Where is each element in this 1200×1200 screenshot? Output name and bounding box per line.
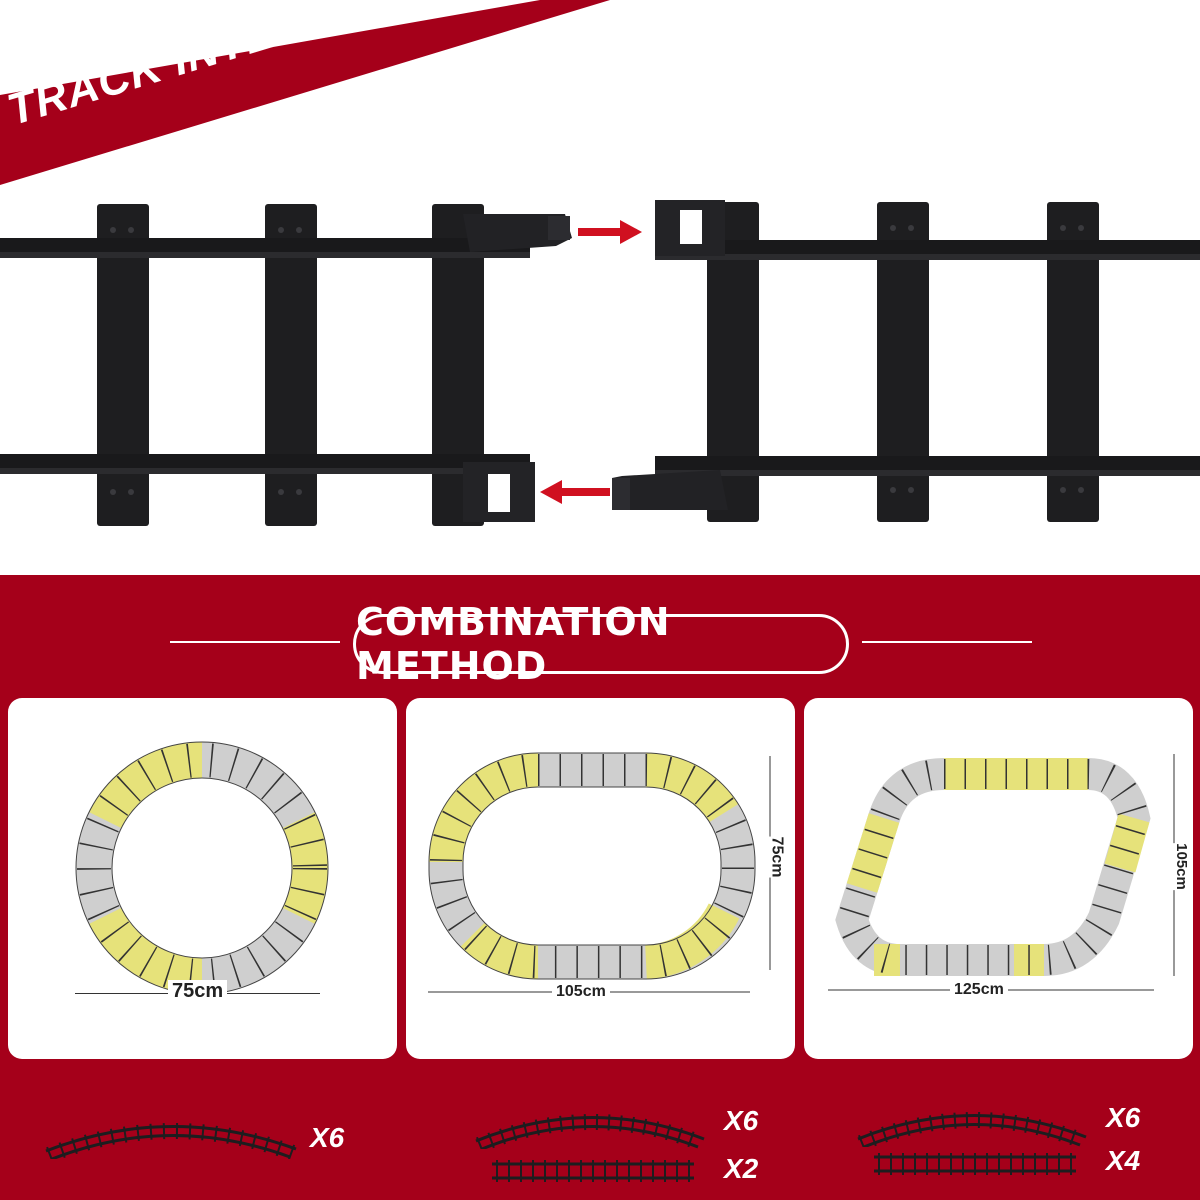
- left-male-connector: [463, 214, 572, 252]
- kit1-curved-qty: X6: [310, 1122, 345, 1153]
- hexagon-layout-diagram: [828, 754, 1175, 991]
- layout-card-oval: 75cm 105cm: [406, 698, 795, 1059]
- kit2-straight-qty: X2: [724, 1153, 759, 1184]
- hexagon-width-label: 125cm: [950, 981, 1008, 999]
- right-track-piece: [612, 200, 1200, 522]
- divider-right: [862, 641, 1032, 643]
- kit2-straight-track-icon: [492, 1160, 694, 1182]
- connect-arrow-left: [540, 480, 610, 504]
- combination-panel: COMBINATION METHOD 75cm 75cm: [0, 575, 1200, 1200]
- oval-width-label: 105cm: [552, 983, 610, 1001]
- title-banner-shape: [0, 0, 610, 185]
- left-track-piece: [0, 204, 572, 526]
- kit3-curved-track-icon: [857, 1112, 1087, 1147]
- kit2-curved-track-icon: [475, 1114, 705, 1149]
- layout-card-hexagon: 105cm 125cm: [804, 698, 1193, 1059]
- circle-width-label: 75cm: [168, 980, 228, 1003]
- kit3-curved-qty: X6: [1106, 1102, 1141, 1133]
- left-sleeper-3: [432, 204, 484, 526]
- track-interface-illustration: [0, 0, 1200, 526]
- right-sleeper-1: [707, 202, 759, 522]
- right-sleeper-3: [1047, 202, 1099, 522]
- connect-arrow-right: [578, 220, 642, 244]
- combination-method-title: COMBINATION METHOD: [353, 600, 849, 688]
- left-sleeper-2: [265, 204, 317, 526]
- divider-left: [170, 641, 340, 643]
- circle-layout-diagram: [75, 741, 329, 995]
- oval-height-label: 75cm: [767, 836, 786, 878]
- kit3-straight-track-icon: [874, 1153, 1076, 1175]
- hexagon-height-label: 105cm: [1172, 843, 1190, 890]
- layout-card-circle: 75cm: [8, 698, 397, 1059]
- right-sleeper-2: [877, 202, 929, 522]
- right-male-connector: [612, 470, 728, 510]
- kit1-curved-track-icon: [45, 1123, 297, 1159]
- kit2-curved-qty: X6: [724, 1105, 759, 1136]
- oval-layout-diagram: [428, 752, 771, 993]
- kit3-straight-qty: X4: [1106, 1145, 1141, 1176]
- left-sleeper-1: [97, 204, 149, 526]
